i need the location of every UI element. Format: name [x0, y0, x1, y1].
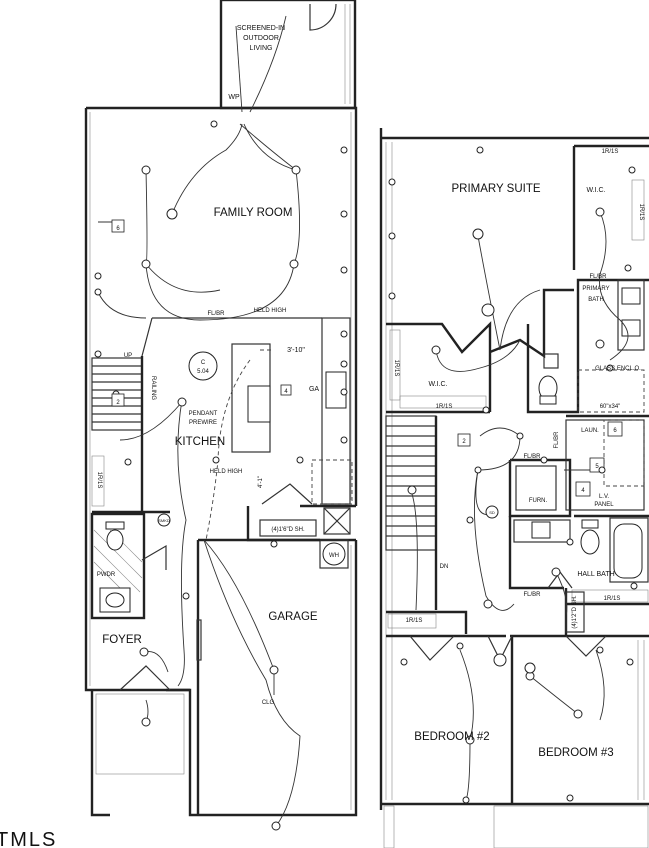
garage-walls [196, 538, 356, 815]
label-dim-4-1: 4'-1" [258, 476, 264, 488]
label-railing: RAILING [150, 376, 156, 400]
garage-shelf-box [259, 519, 317, 537]
water-heater [322, 542, 346, 566]
label-furn: FURN. [529, 498, 548, 504]
label-shower-dim: 60"x34" [600, 404, 621, 410]
label-wh: WH [329, 553, 339, 559]
furnace [515, 465, 557, 511]
tag-5-upper: 5 [595, 464, 599, 470]
label-clg: CLG [262, 700, 275, 706]
label-shelf-top-right: 1R/1S [638, 204, 644, 221]
primary-vanity [617, 279, 645, 351]
smoke-detector-bed3 [524, 662, 536, 674]
label-shelf-1r1s: 1R/1S [96, 472, 102, 489]
screened-porch-walls [219, 0, 357, 110]
label-upper-shelf: (4)1'2"D SH. [572, 595, 578, 629]
tag-6-marker [111, 219, 125, 233]
label-shelf-bed2: 1R/1S [406, 618, 423, 624]
label-primary-bath-3: BATH [588, 297, 604, 303]
upper-floor-outer-walls [379, 128, 649, 810]
label-fl-br-2: FL/BR [523, 454, 541, 460]
tag-6: 6 [116, 226, 120, 232]
label-glass-encl: GLASS ENCL.O. [595, 366, 641, 372]
label-primary-bath-2: PRIMARY [582, 286, 609, 292]
label-held-high-1: HELD HIGH [254, 308, 287, 314]
label-shelf-bed3: 1R/1S [604, 596, 621, 602]
hall-toilet [580, 529, 600, 555]
label-504: 5.04 [197, 369, 209, 375]
label-dn: DN [440, 564, 449, 570]
label-garage-shelf: (4)1'6"D SH. [271, 527, 305, 533]
label-hall-bath: HALL BATH [577, 571, 614, 578]
label-shelf-wic-bottom: 1R/1S [436, 404, 453, 410]
label-pendant: PENDANT [189, 411, 218, 417]
label-screened-2: OUTDOOR [243, 35, 279, 42]
label-garage: GARAGE [268, 611, 318, 623]
label-shelf-top: 1R/1S [602, 149, 619, 155]
hall-tub [609, 517, 649, 583]
tag-2-marker [111, 393, 125, 407]
label-lv-panel-1: L.V. [599, 494, 609, 500]
label-laun: LAUN. [581, 428, 599, 434]
label-primary-bath-1: FL/BR [589, 274, 607, 280]
label-sd: SD [489, 510, 495, 515]
tag-4: 4 [284, 389, 288, 395]
smoke-detector-primary [481, 303, 495, 317]
label-shelf-wic-side: 1R/1S [393, 360, 399, 377]
smoke-detector-bed2 [493, 653, 507, 667]
smoke-detector [157, 513, 171, 527]
label-held-high-2: HELD HIGH [210, 469, 243, 475]
label-smkd: SMKD [158, 518, 170, 523]
kitchen-counter-right [321, 317, 351, 505]
label-dim-3-10: 3'-10" [287, 347, 305, 354]
powder-room-walls [90, 512, 146, 620]
label-bedroom-2: BEDROOM #2 [414, 731, 489, 743]
kitchen-ceiling-box [188, 351, 218, 381]
watermark-text: TMLS [0, 829, 57, 848]
label-kitchen: KITCHEN [175, 436, 225, 448]
label-c: C [201, 360, 206, 366]
smoke-detector-hall [485, 505, 499, 519]
label-wic-1: W.I.C. [586, 187, 605, 194]
tag-2: 2 [116, 400, 120, 406]
label-pwdr: PWDR [97, 572, 116, 578]
upper-floor-plan: PRIMARY SUITE 1R/1S W.I.C. 1R/1S FL/BR P… [379, 128, 649, 848]
label-screened-1: SCREENED-IN [237, 25, 285, 32]
label-family-room: FAMILY ROOM [214, 207, 293, 219]
family-room-fan [166, 208, 178, 220]
main-floor-plan: SCREENED-IN OUTDOOR LIVING WP FAMILY ROO… [84, 0, 358, 831]
label-prewire: PREWIRE [189, 420, 217, 426]
label-wic-2: W.I.C. [428, 381, 447, 388]
label-fl-br-1: FL/BR [554, 431, 560, 449]
label-fl-br: FL/BR [207, 311, 225, 317]
kitchen-sink [247, 385, 271, 423]
tag-4-upper: 4 [581, 488, 585, 494]
label-lv-panel-2: PANEL [594, 502, 614, 508]
label-fl-br-3: FL/BR [523, 592, 541, 598]
primary-shower [577, 369, 645, 413]
tag-2-upper-marker [457, 433, 471, 447]
label-up: UP [124, 353, 132, 359]
tag-6-upper: 6 [613, 428, 617, 434]
label-screened-3: LIVING [250, 45, 273, 52]
label-primary-suite: PRIMARY SUITE [451, 183, 540, 195]
primary-fan [472, 228, 484, 240]
powder-toilet [106, 529, 124, 551]
label-ga: GA [309, 386, 319, 393]
label-wp: WP [228, 94, 240, 101]
tag-2-upper: 2 [462, 439, 466, 445]
main-floor-outer-walls [84, 106, 358, 817]
label-foyer: FOYER [102, 634, 142, 646]
label-bedroom-3: BEDROOM #3 [538, 747, 613, 759]
